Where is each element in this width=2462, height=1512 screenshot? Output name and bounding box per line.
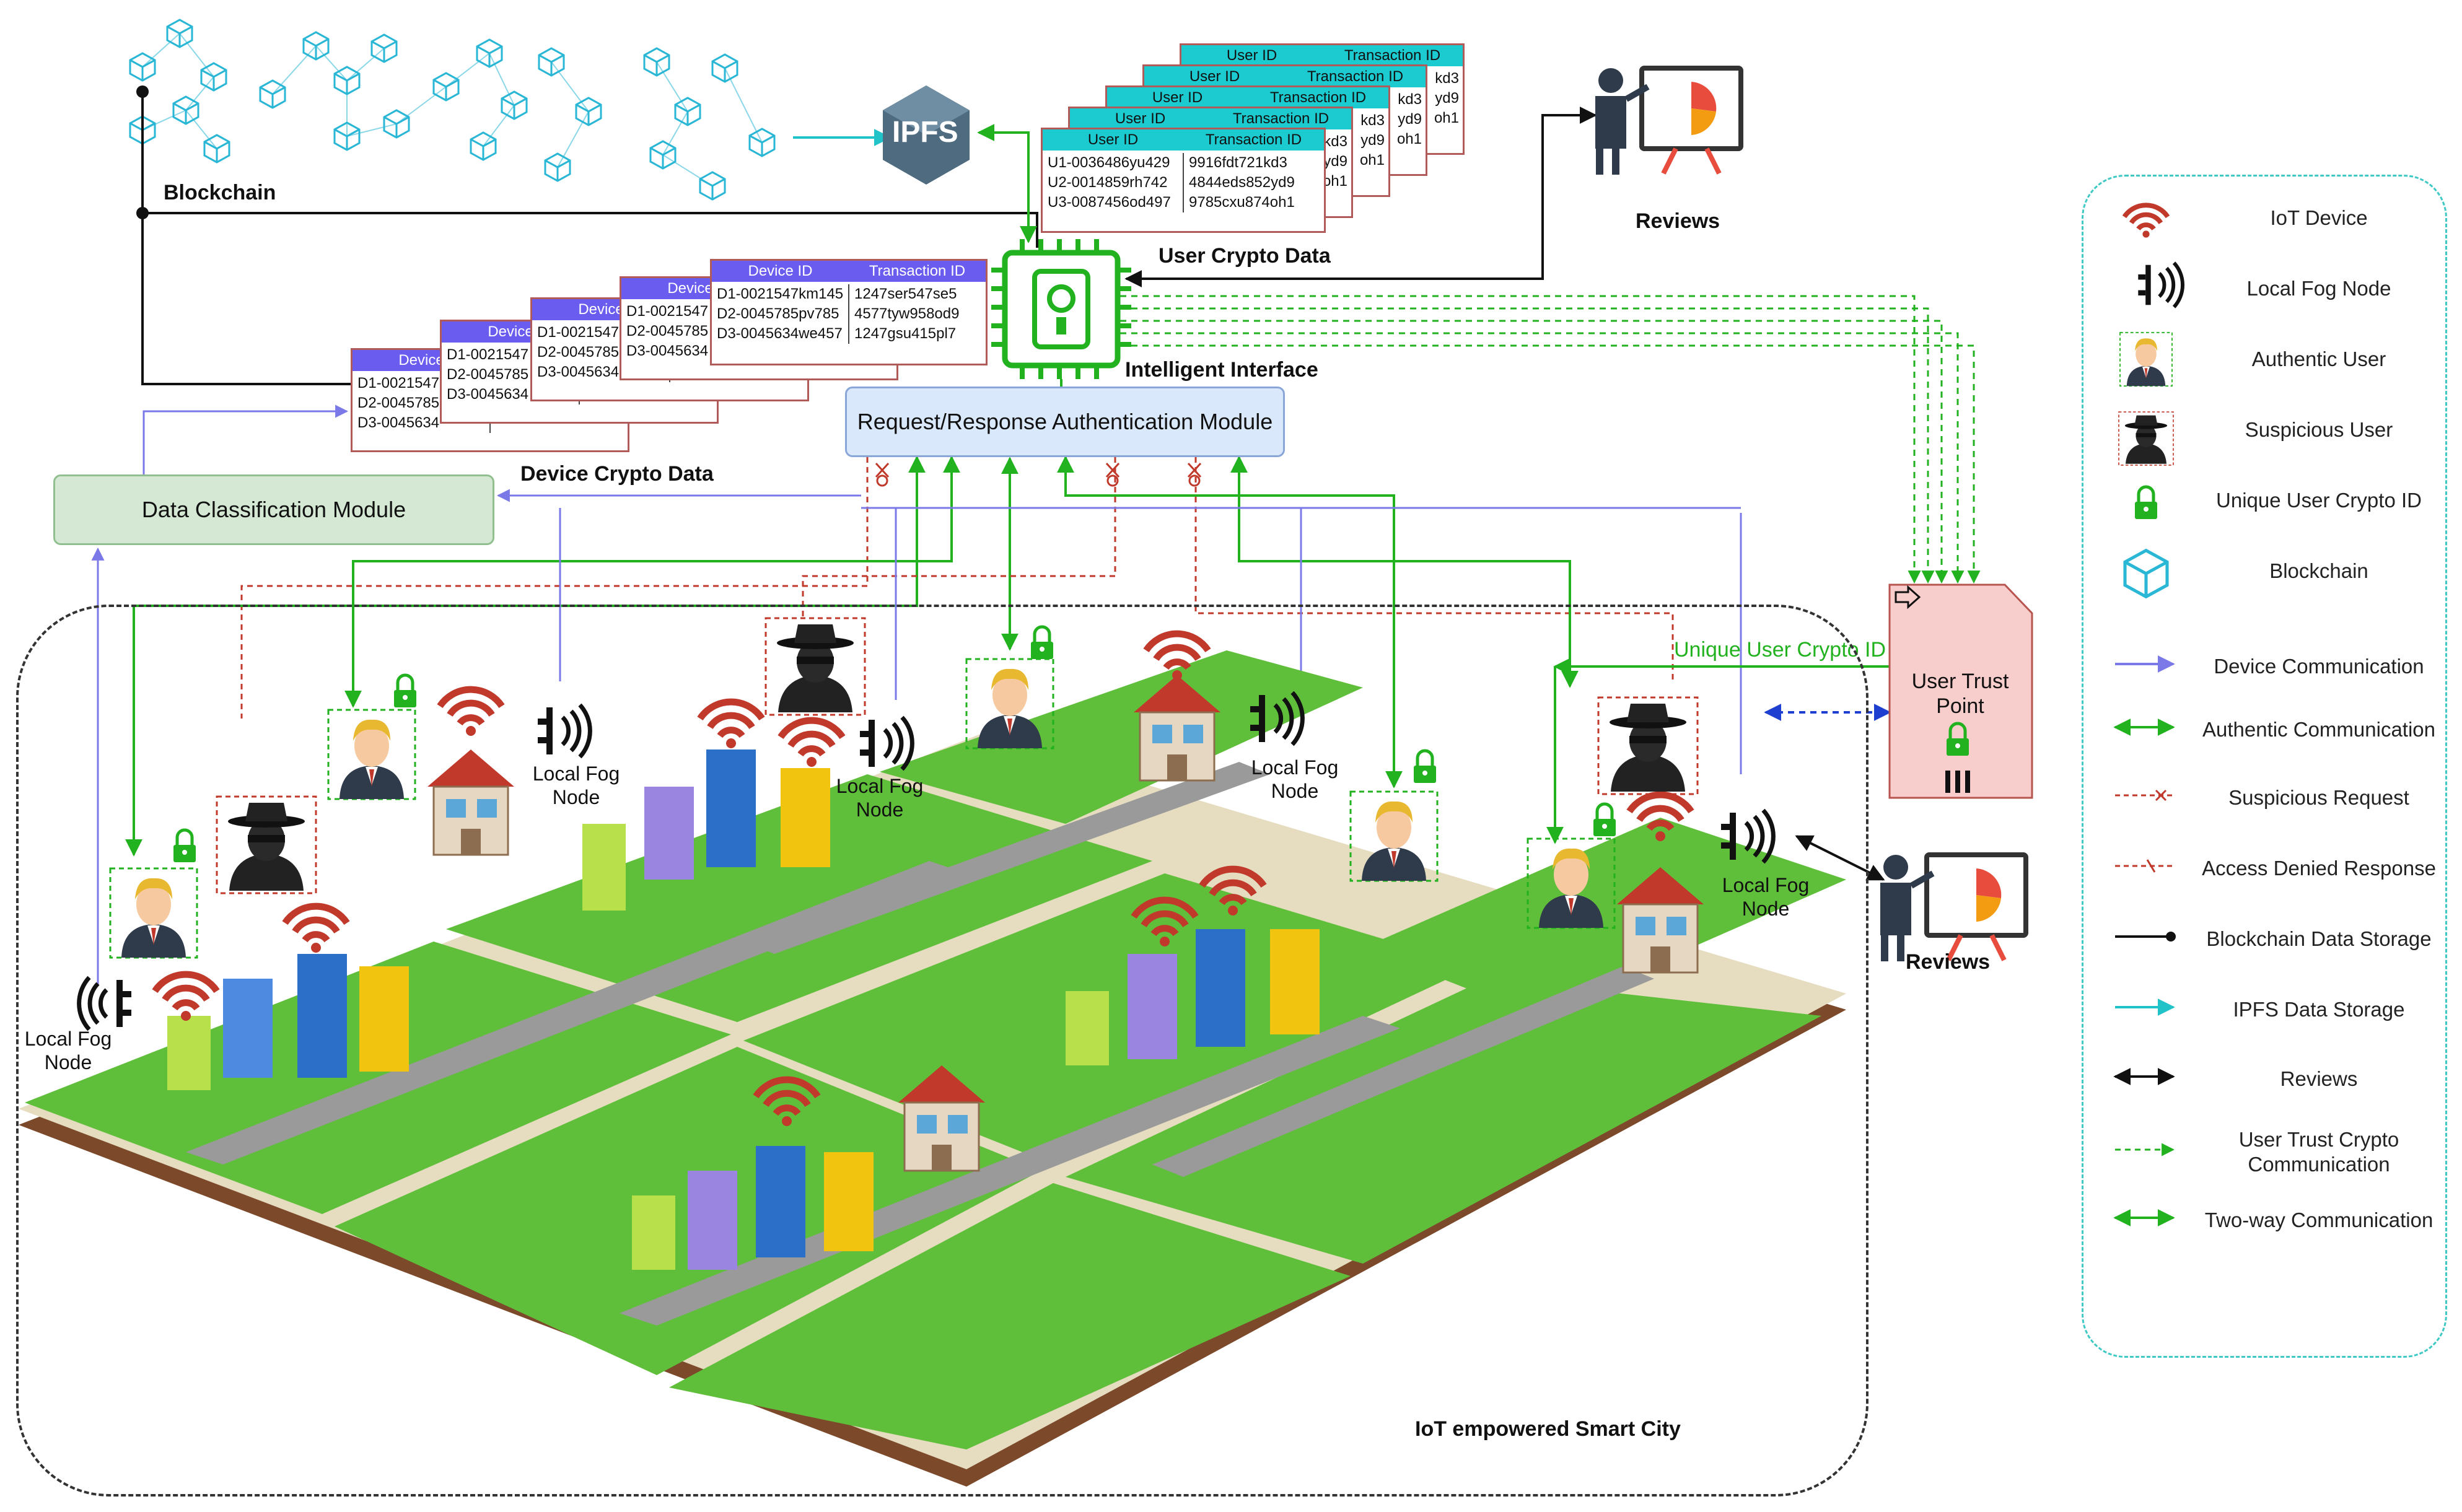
legend-device-comm: Device Communication [2214, 655, 2424, 678]
legend-unique-id: Unique User Crypto ID [2216, 489, 2422, 512]
device-table-header-device-id: Device ID [748, 263, 813, 279]
intelligent-interface-chip [991, 239, 1131, 379]
legend: IoT Device Local Fog Node Authentic User… [2082, 175, 2447, 1358]
user-trust-point-doc [1888, 583, 2033, 799]
blockchain-cubes [129, 19, 776, 201]
legend-two-way-comm: Two-way Communication [2204, 1208, 2434, 1231]
device-table-header-transaction-id: Transaction ID [869, 263, 966, 279]
legend-fog-node: Local Fog Node [2246, 277, 2391, 300]
fog-node-label-2: Local Fog Node [532, 763, 620, 808]
intelligent-interface-label: Intelligent Interface [1125, 358, 1318, 382]
device-tx-1: 1247ser547se5 [854, 286, 957, 302]
city-label: IoT empowered Smart City [1415, 1417, 1681, 1441]
legend-authentic-comm: Authentic Communication [2202, 718, 2436, 741]
smart-city-boundary [16, 605, 1868, 1497]
reviews-right-presenter-icon [1880, 855, 2026, 961]
reviews-top-label: Reviews [1636, 209, 1720, 233]
trust-crypto-lines [1120, 295, 1981, 584]
legend-access-denied: Access Denied Response [2202, 857, 2436, 880]
access-denied-markers [875, 462, 1202, 487]
blockchain-label: Blockchain [164, 181, 276, 204]
request-response-auth-module: Request/Response Authentication Module [845, 387, 1285, 457]
user-id-1: U1-0036486yu429 [1048, 154, 1170, 171]
reviews-top-presenter-icon [1595, 68, 1741, 175]
legend-authentic-user: Authentic User [2251, 347, 2386, 370]
device-crypto-data-label: Device Crypto Data [520, 462, 714, 486]
legend-symbols [2113, 205, 2183, 1226]
user-id-3: U3-0087456od497 [1048, 194, 1171, 211]
legend-ipfs-storage: IPFS Data Storage [2233, 998, 2405, 1021]
ipfs-interface-link [977, 124, 1037, 243]
user-table-header-transaction-id: Transaction ID [1344, 47, 1441, 64]
ipfs-label: IPFS [892, 116, 958, 149]
device-tx-3: 1247gsu415pl7 [854, 325, 957, 342]
legend-reviews: Reviews [2280, 1067, 2358, 1090]
user-tx-1: 9916fdt721kd3 [1189, 154, 1287, 171]
data-classification-module: Data Classification Module [53, 474, 494, 545]
legend-blockchain: Blockchain [2269, 559, 2368, 582]
legend-suspicious-user: Suspicious User [2245, 418, 2393, 441]
user-id-2: U2-0014859rh742 [1048, 174, 1168, 191]
fog-node-label-3: Local Fog Node [836, 775, 924, 821]
device-id-1: D1-0021547km145 [717, 286, 844, 302]
legend-suspicious-request: Suspicious Request [2228, 786, 2409, 809]
user-table-header-user-id: User ID [1226, 47, 1277, 64]
device-id-2: D2-0045785pv785 [717, 305, 839, 322]
device-id-3: D3-0045634we457 [717, 325, 843, 342]
user-tx-3: 9785cxu874oh1 [1189, 194, 1295, 211]
reviews-top-arrow [1124, 107, 1597, 287]
user-crypto-data-label: User Crypto Data [1159, 244, 1331, 268]
fog-node-label-4: Local Fog Node [1251, 756, 1339, 802]
blockchain-storage-lines [136, 85, 1038, 385]
legend-blockchain-storage: Blockchain Data Storage [2206, 927, 2432, 950]
legend-iot-device: IoT Device [2270, 206, 2368, 229]
user-tx-2: 4844eds852yd9 [1189, 174, 1295, 191]
city-buildings [167, 674, 1705, 1270]
ipfs-node [793, 85, 970, 185]
comm-lines [91, 404, 1891, 985]
fog-node-label-5: Local Fog Node [1722, 874, 1810, 920]
device-tx-2: 4577tyw958od9 [854, 305, 960, 322]
trust-point-label: User Trust Point [1911, 670, 2009, 718]
reviews-right-label: Reviews [1906, 950, 1991, 974]
legend-trust-crypto-comm: User Trust Crypto Communication [2238, 1128, 2399, 1176]
fog-node-label-1: Local Fog Node [24, 1028, 112, 1073]
